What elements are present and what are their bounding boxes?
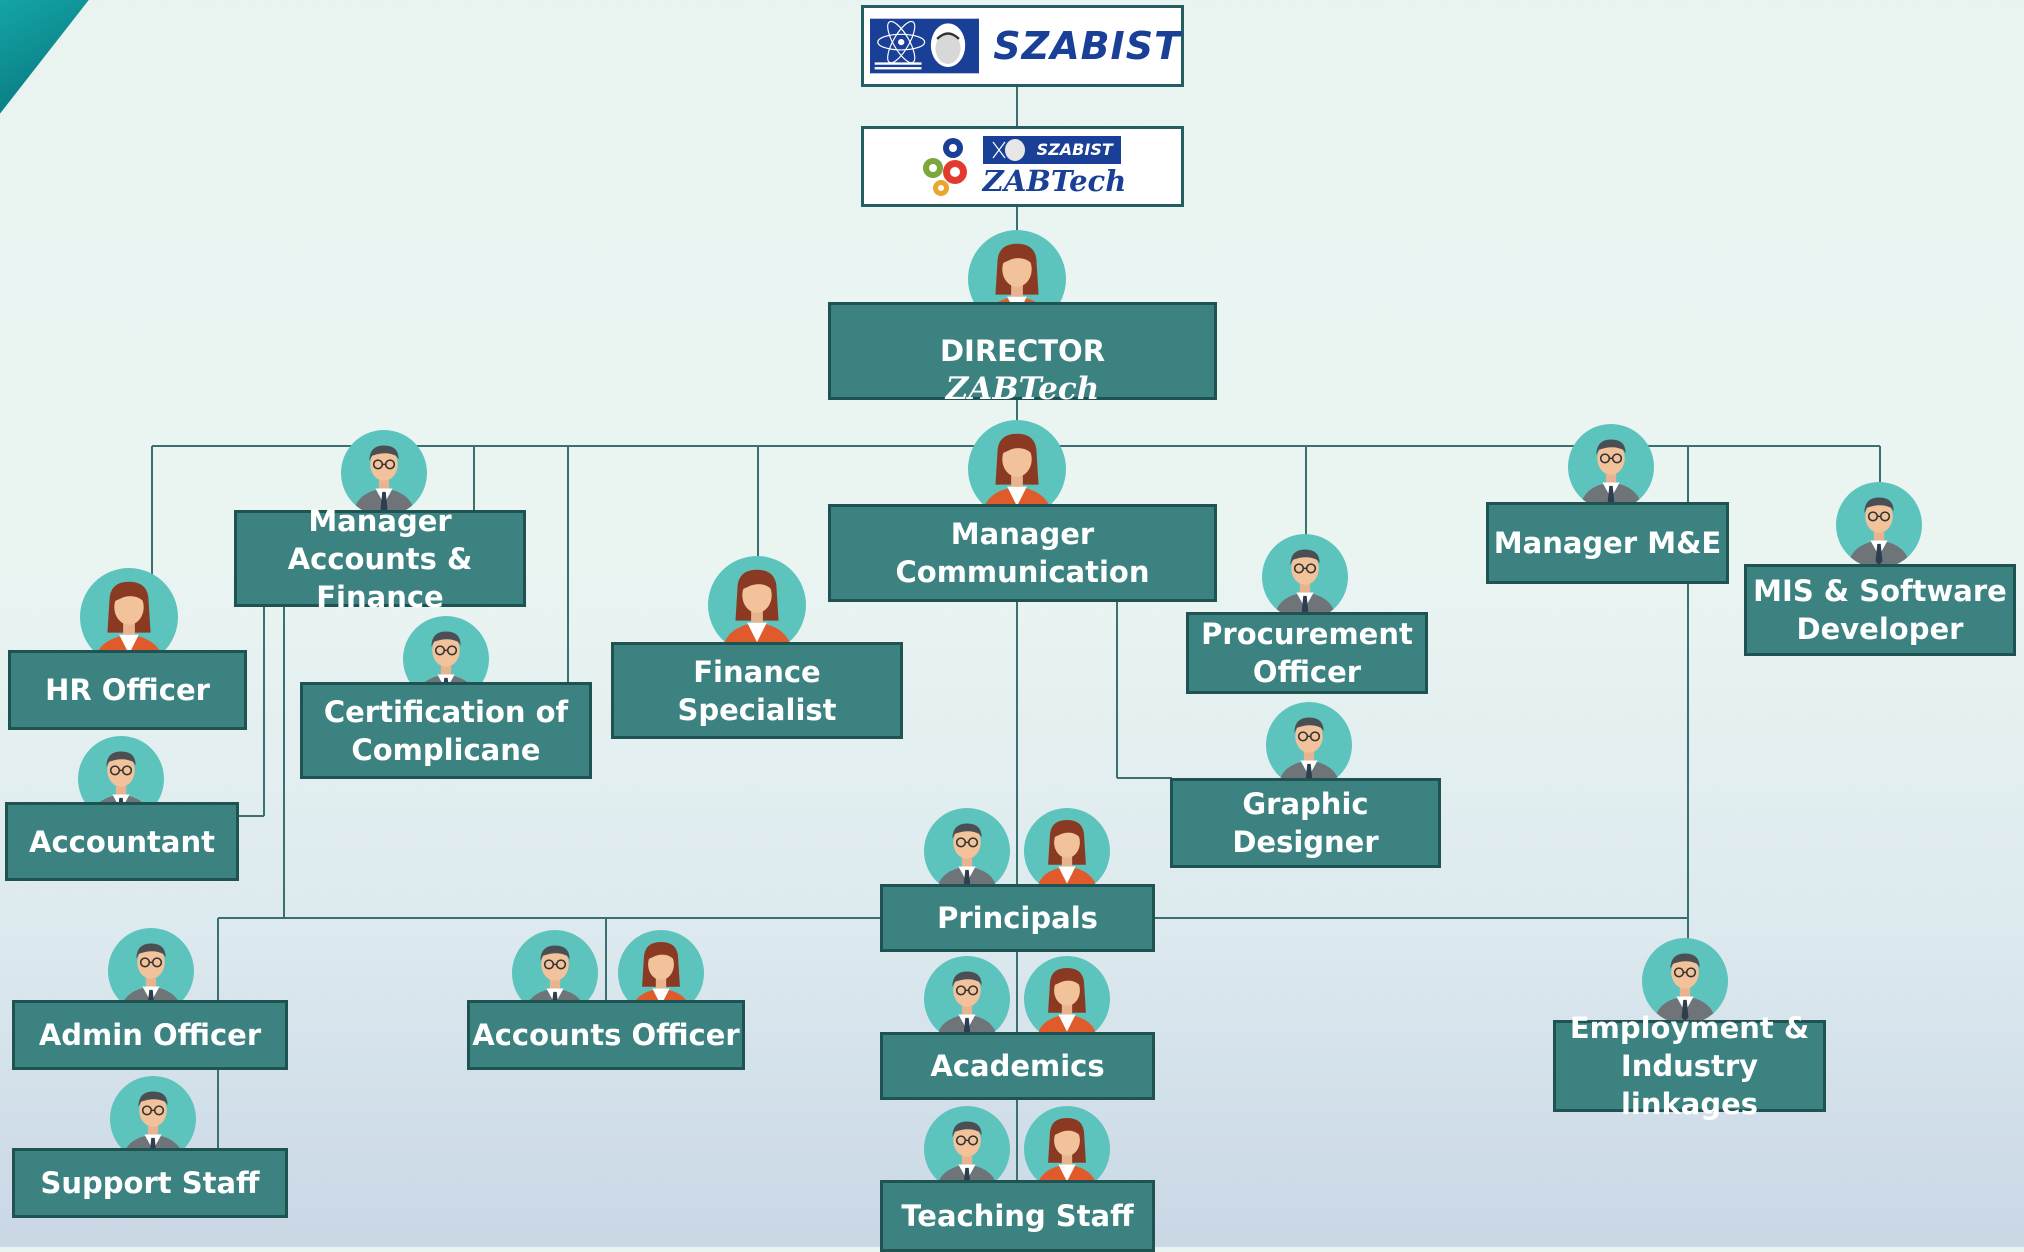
procurement-officer-avatar <box>1262 534 1348 620</box>
manager-accounts-finance-label: Manager Accounts & Finance <box>287 503 473 614</box>
admin-officer-label: Admin Officer <box>38 1018 262 1052</box>
director-brand: ZABTech <box>945 371 1100 407</box>
teaching-staff-box: Teaching Staff <box>880 1180 1155 1252</box>
zabtech-banner-text: SZABIST <box>1036 140 1113 159</box>
accounts-officer-box: Accounts Officer <box>467 1000 745 1070</box>
academics-box: Academics <box>880 1032 1155 1100</box>
female-avatar-icon <box>1024 808 1110 894</box>
finance-specialist-box: Finance Specialist <box>611 642 903 739</box>
certification-box: Certification of Complicane <box>300 682 592 779</box>
szabist-logo: SZABIST <box>861 5 1184 87</box>
procurement-officer-box: Procurement Officer <box>1186 612 1428 694</box>
mis-developer-label: MIS & Software Developer <box>1753 574 2007 646</box>
certification-label: Certification of Complicane <box>323 694 569 767</box>
szabist-wordmark: SZABIST <box>993 24 1181 68</box>
female-avatar-icon <box>1024 956 1110 1042</box>
female-avatar-icon <box>708 556 806 654</box>
graphic-designer-box: Graphic Designer <box>1170 778 1441 868</box>
director-box: DIRECTOR ZABTech <box>828 302 1217 407</box>
director-title: DIRECTOR <box>939 334 1106 368</box>
teaching-staff-label: Teaching Staff <box>901 1199 1134 1233</box>
accounts-officer-label: Accounts Officer <box>472 1018 740 1052</box>
hr-officer-label: HR Officer <box>45 673 210 707</box>
manager-communication-label: Manager Communication <box>895 517 1150 589</box>
finance-specialist-avatar <box>708 556 806 654</box>
manager-me-avatar <box>1568 424 1654 510</box>
finance-specialist-label: Finance Specialist <box>677 654 837 727</box>
principals-label: Principals <box>937 901 1098 935</box>
manager-me-label: Manager M&E <box>1493 526 1722 560</box>
admin-officer-box: Admin Officer <box>12 1000 288 1070</box>
employment-linkages-label: Employment & Industry linkages <box>1569 1011 1810 1121</box>
atom-icon <box>870 18 980 74</box>
accountant-box: Accountant <box>5 802 239 881</box>
employment-linkages-box: Employment & Industry linkages <box>1553 1011 1826 1121</box>
principals-male-avatar <box>924 808 1010 894</box>
principals-female-avatar <box>1024 808 1110 894</box>
hr-officer-box: HR Officer <box>8 650 247 730</box>
principals-box: Principals <box>880 884 1155 952</box>
academics-female-avatar <box>1024 956 1110 1042</box>
founder-portrait-icon <box>992 138 1025 161</box>
male-avatar-icon <box>1568 424 1654 510</box>
male-avatar-icon <box>1266 702 1352 788</box>
zabtech-logo: SZABIST ZABTech <box>861 126 1184 207</box>
gears-icon <box>922 137 967 196</box>
zabtech-wordmark: ZABTech <box>982 163 1127 198</box>
male-avatar-icon <box>924 956 1010 1042</box>
manager-accounts-finance-box: Manager Accounts & Finance <box>234 504 526 614</box>
male-avatar-icon <box>1836 482 1922 568</box>
academics-label: Academics <box>930 1049 1105 1083</box>
accountant-label: Accountant <box>29 824 215 859</box>
graphic-designer-label: Graphic Designer <box>1232 787 1379 859</box>
male-avatar-icon <box>924 808 1010 894</box>
manager-me-box: Manager M&E <box>1486 502 1729 584</box>
manager-communication-box: Manager Communication <box>828 504 1217 602</box>
mis-developer-avatar <box>1836 482 1922 568</box>
support-staff-label: Support Staff <box>40 1166 260 1200</box>
graphic-designer-avatar <box>1266 702 1352 788</box>
procurement-officer-label: Procurement Officer <box>1201 617 1413 689</box>
support-staff-box: Support Staff <box>12 1148 288 1218</box>
mis-developer-box: MIS & Software Developer <box>1744 564 2016 656</box>
academics-male-avatar <box>924 956 1010 1042</box>
male-avatar-icon <box>1262 534 1348 620</box>
